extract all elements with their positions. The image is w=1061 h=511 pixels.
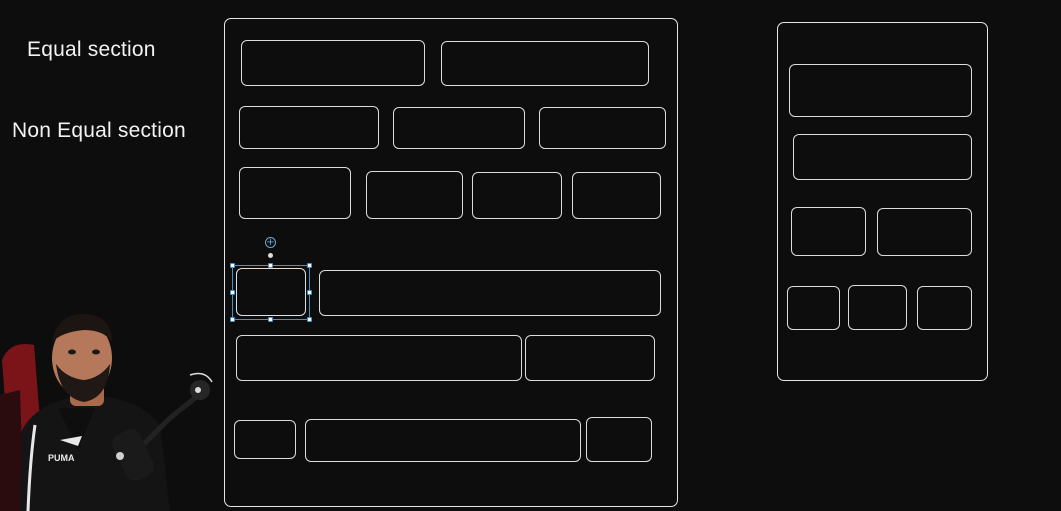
resize-handle-bottom-left[interactable]	[230, 317, 235, 322]
rotate-handle[interactable]	[268, 253, 273, 258]
row6-box-2[interactable]	[305, 419, 581, 462]
resize-handle-bottom-right[interactable]	[307, 317, 312, 322]
row5-box-1[interactable]	[236, 335, 522, 381]
mobile-row3-box-2[interactable]	[877, 208, 972, 256]
row2-box-3[interactable]	[539, 107, 666, 149]
mobile-layout-frame[interactable]	[777, 22, 988, 381]
mobile-row2-box[interactable]	[793, 134, 972, 180]
row6-box-1[interactable]	[234, 420, 296, 459]
row1-box-1[interactable]	[241, 40, 425, 86]
resize-handle-top-left[interactable]	[230, 263, 235, 268]
non-equal-section-label: Non Equal section	[12, 119, 186, 142]
resize-handle-bottom[interactable]	[268, 317, 273, 322]
row6-box-3[interactable]	[586, 417, 652, 462]
row3-box-4[interactable]	[572, 172, 661, 219]
mobile-row4-box-3[interactable]	[917, 286, 972, 330]
row5-box-2[interactable]	[525, 335, 655, 381]
row4-selected-box[interactable]	[236, 268, 306, 316]
row2-box-1[interactable]	[239, 106, 379, 149]
row2-box-2[interactable]	[393, 107, 525, 149]
plus-circle-icon[interactable]: +	[265, 237, 276, 248]
mobile-row1-box[interactable]	[789, 64, 972, 117]
row1-box-2[interactable]	[441, 41, 649, 86]
mobile-row4-box-1[interactable]	[787, 286, 840, 330]
desktop-layout-frame[interactable]	[224, 18, 678, 507]
resize-handle-left[interactable]	[230, 290, 235, 295]
resize-handle-top[interactable]	[268, 263, 273, 268]
mobile-row4-box-2[interactable]	[848, 285, 907, 330]
resize-handle-top-right[interactable]	[307, 263, 312, 268]
row3-box-3[interactable]	[472, 172, 562, 219]
shirt-brand-text: PUMA	[48, 453, 75, 463]
selection-outline	[232, 265, 310, 320]
row4-box-2[interactable]	[319, 270, 661, 316]
resize-handle-right[interactable]	[307, 290, 312, 295]
equal-section-label: Equal section	[27, 38, 156, 61]
row3-box-1[interactable]	[239, 167, 351, 219]
mobile-row3-box-1[interactable]	[791, 207, 866, 256]
webcam-presenter-image: PUMA	[0, 313, 213, 511]
row3-box-2[interactable]	[366, 171, 463, 219]
